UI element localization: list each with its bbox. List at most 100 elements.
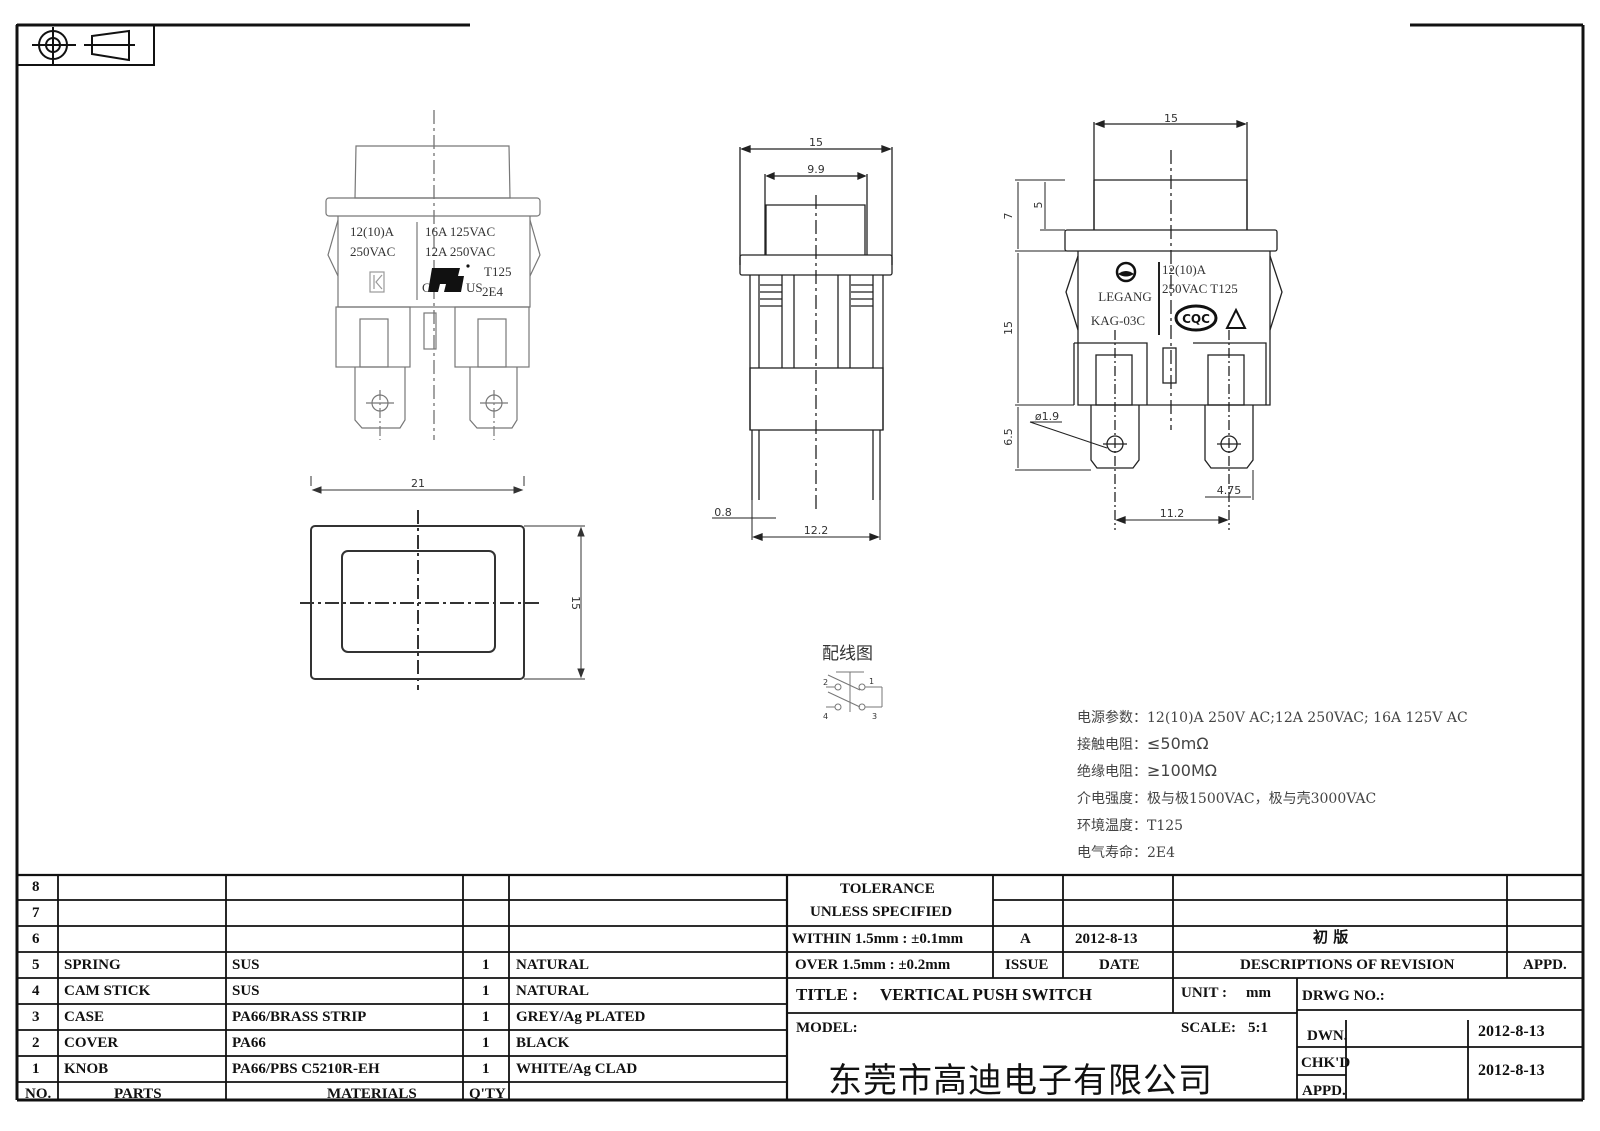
dwn-date: 2012-8-13 xyxy=(1478,1023,1545,1040)
header-issue: ISSUE xyxy=(1005,957,1049,973)
header-materials: MATERIALS xyxy=(327,1086,417,1102)
right-view-15-dim: 15 xyxy=(1002,321,1015,335)
pin-4-label: 4 xyxy=(823,712,828,721)
revision-date: 2012-8-13 xyxy=(1075,931,1138,947)
scale-value: 5:1 xyxy=(1248,1020,1268,1036)
spec-row: 介电强度：极与极1500VAC，极与壳3000VAC xyxy=(1077,791,1377,807)
top-view xyxy=(300,476,585,690)
company-name: 东莞市高迪电子有限公司 xyxy=(828,1061,1213,1101)
header-desc: DESCRIPTIONS OF REVISION xyxy=(1240,957,1455,973)
svg-text:CQC: CQC xyxy=(1182,312,1210,326)
side-view-outer-dim: 15 xyxy=(809,136,823,149)
right-view-7-dim: 7 xyxy=(1002,213,1015,220)
warning-triangle-icon xyxy=(1225,307,1247,329)
tolerance-title: TOLERANCE xyxy=(840,881,935,897)
chkd-label: CHK'D xyxy=(1301,1055,1351,1071)
row-material: SUS xyxy=(232,957,260,973)
header-qty: Q'TY xyxy=(469,1086,506,1102)
row-finish: NATURAL xyxy=(516,983,590,999)
row-no: 2 xyxy=(32,1035,40,1051)
row-finish: GREY/Ag PLATED xyxy=(516,1009,646,1025)
tolerance-within: WITHIN 1.5mm : ±0.1mm xyxy=(792,931,964,947)
side-view xyxy=(712,145,893,541)
row-part: COVER xyxy=(64,1035,119,1051)
title-label: TITLE : xyxy=(796,985,858,1004)
pin-2-label: 2 xyxy=(823,678,828,687)
row-no: 6 xyxy=(32,931,40,947)
right-view-475-dim: 4.75 xyxy=(1217,484,1242,497)
front-rating-right-4: 2E4 xyxy=(482,284,503,299)
legang-logo-icon xyxy=(1115,261,1137,283)
row-qty: 1 xyxy=(482,983,490,999)
third-angle-projection-icon xyxy=(32,27,135,64)
pin-3-label: 3 xyxy=(872,712,877,721)
top-view-height-dim: 15 xyxy=(569,596,582,610)
front-rating-right-1: 16A 125VAC xyxy=(425,224,495,239)
row-no: 8 xyxy=(32,879,40,895)
wiring-title: 配线图 xyxy=(822,644,873,664)
model-marking: KAG-03C xyxy=(1091,313,1145,328)
model-label: MODEL: xyxy=(796,1020,858,1036)
unit-value: mm xyxy=(1246,985,1271,1001)
kc-mark-icon xyxy=(369,271,385,293)
row-qty: 1 xyxy=(482,1009,490,1025)
wiring-diagram xyxy=(826,671,883,712)
row-part: KNOB xyxy=(64,1061,109,1077)
side-view-pin-dim: 0.8 xyxy=(714,506,732,519)
ul-c-label: C xyxy=(422,280,431,295)
chkd-date: 2012-8-13 xyxy=(1478,1062,1545,1079)
row-no: 7 xyxy=(32,905,40,921)
revision-desc: 初 版 xyxy=(1313,928,1349,946)
header-no: NO. xyxy=(25,1086,52,1102)
brand-label: LEGANG xyxy=(1098,289,1151,304)
right-view-5-dim: 5 xyxy=(1032,202,1045,209)
row-material: PA66/PBS C5210R-EH xyxy=(232,1061,380,1077)
spec-row: 绝缘电阻：≥100MΩ xyxy=(1077,761,1217,780)
top-view-width-dim: 21 xyxy=(411,477,425,490)
spec-row: 接触电阻：≤50mΩ xyxy=(1077,734,1209,753)
pin-1-label: 1 xyxy=(869,677,874,686)
right-view-top-dim: 15 xyxy=(1164,112,1178,125)
spec-row: 电源参数：12(10)A 250V AC;12A 250VAC; 16A 125… xyxy=(1077,710,1468,726)
spec-row: 环境温度：T125 xyxy=(1077,818,1184,834)
row-finish: BLACK xyxy=(516,1035,570,1051)
spec-row: 电气寿命：2E4 xyxy=(1077,845,1176,861)
ul-us-label: US xyxy=(466,280,483,295)
unit-label: UNIT : xyxy=(1181,985,1227,1001)
tolerance-over: OVER 1.5mm : ±0.2mm xyxy=(795,957,951,973)
ul-mark-icon xyxy=(428,264,470,292)
row-material: PA66 xyxy=(232,1035,266,1051)
front-rating-left-2: 250VAC xyxy=(350,244,395,259)
tolerance-subtitle: UNLESS SPECIFIED xyxy=(810,904,953,920)
drawing-title: VERTICAL PUSH SWITCH xyxy=(880,985,1092,1004)
row-no: 1 xyxy=(32,1061,40,1077)
right-view-hole-dim: ø1.9 xyxy=(1035,410,1059,423)
header-date: DATE xyxy=(1099,957,1140,973)
row-material: SUS xyxy=(232,983,260,999)
right-view xyxy=(1015,120,1283,530)
dwn-label: DWN. xyxy=(1307,1028,1348,1044)
row-finish: NATURAL xyxy=(516,957,590,973)
title-block-grid xyxy=(17,873,1583,1100)
front-rating-right-2: 12A 250VAC xyxy=(425,244,495,259)
right-view-65-dim: 6.5 xyxy=(1002,428,1015,446)
dimension-labels: 21 15 15 9.9 0.8 12.2 15 7 5 15 6.5 ø1.9… xyxy=(350,112,1241,721)
drwg-no-label: DRWG NO.: xyxy=(1302,988,1385,1004)
right-view-112-dim: 11.2 xyxy=(1160,507,1185,520)
row-no: 4 xyxy=(32,983,40,999)
row-no: 5 xyxy=(32,957,40,973)
row-finish: WHITE/Ag CLAD xyxy=(516,1061,638,1077)
row-material: PA66/BRASS STRIP xyxy=(232,1009,367,1025)
right-rating-2: 250VAC T125 xyxy=(1162,281,1238,296)
header-appd: APPD. xyxy=(1523,957,1567,973)
front-rating-right-3: T125 xyxy=(484,264,511,279)
header-parts: PARTS xyxy=(114,1086,162,1102)
row-qty: 1 xyxy=(482,1035,490,1051)
row-no: 3 xyxy=(32,1009,40,1025)
cqc-mark-icon: CQC xyxy=(1174,304,1218,332)
row-qty: 1 xyxy=(482,957,490,973)
appd-label: APPD. xyxy=(1302,1083,1346,1099)
revision-issue: A xyxy=(1020,931,1031,947)
front-rating-left-1: 12(10)A xyxy=(350,224,395,239)
